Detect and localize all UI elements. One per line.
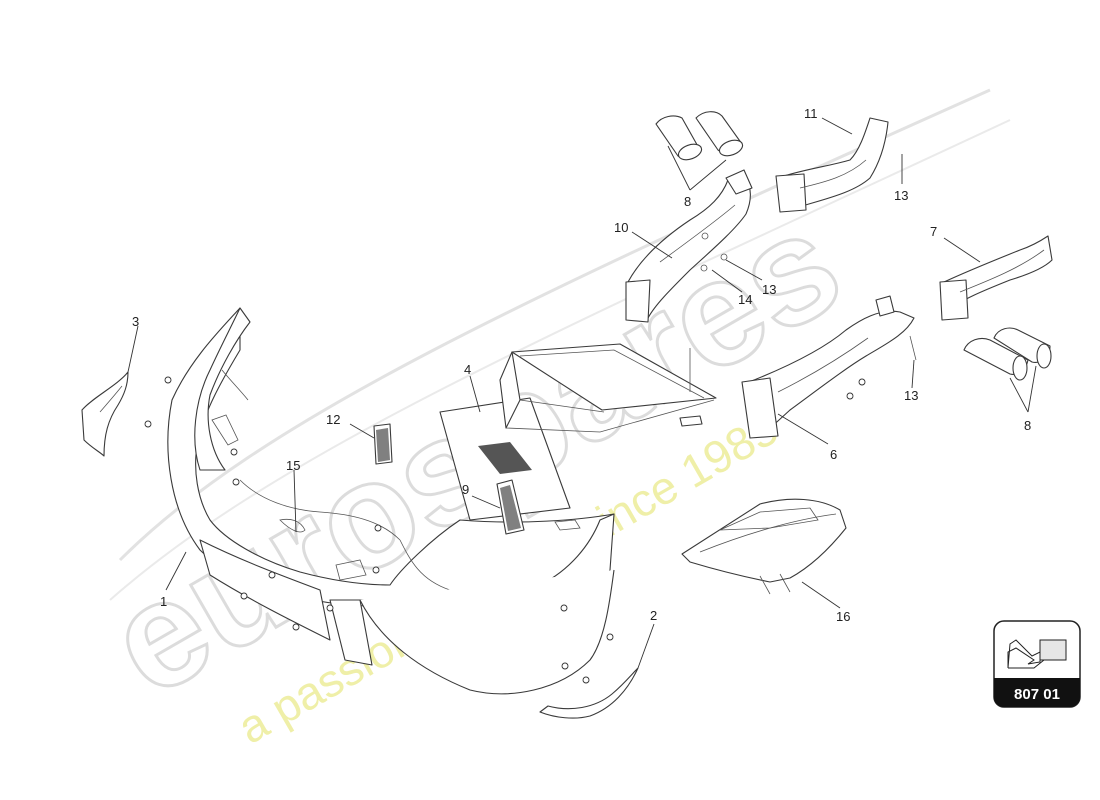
- reference-badge: 807 01: [993, 620, 1081, 708]
- callout-10: 10: [614, 220, 628, 235]
- part-headlamp: [681, 498, 847, 595]
- callout-3: 3: [132, 314, 139, 329]
- callout-11: 11: [804, 106, 818, 121]
- part-front-bumper: [167, 307, 615, 695]
- part-side-trim-left: [81, 371, 129, 457]
- part-air-duct-upper: [775, 117, 889, 213]
- part-hoses-lower: [963, 327, 1052, 381]
- part-air-duct-frame: [499, 343, 717, 433]
- part-grille-insert-center: [496, 479, 525, 535]
- part-lower-trim: [539, 667, 639, 719]
- callout-15: 15: [286, 458, 300, 473]
- callout-9: 9: [462, 482, 469, 497]
- callout-8-upper: 8: [684, 194, 691, 209]
- part-air-duct-center: [741, 295, 917, 439]
- part-mesh-panel: [439, 397, 571, 521]
- part-air-duct-right: [939, 235, 1053, 321]
- callout-14: 14: [738, 292, 752, 307]
- badge-label: 807 01: [1014, 686, 1060, 703]
- callout-12: 12: [326, 412, 340, 427]
- callout-13-mid: 13: [762, 282, 776, 297]
- callout-1: 1: [160, 594, 167, 609]
- callout-6: 6: [830, 447, 837, 462]
- callout-13-right: 13: [904, 388, 918, 403]
- part-grille-insert-left: [373, 423, 393, 465]
- callout-7: 7: [930, 224, 937, 239]
- callout-13-top: 13: [894, 188, 908, 203]
- leader-lines: [127, 117, 1037, 669]
- callout-8-lower: 8: [1024, 418, 1031, 433]
- fasteners: [144, 376, 866, 684]
- part-air-duct-left: [625, 169, 753, 323]
- part-hoses-upper: [655, 111, 744, 161]
- callout-4: 4: [464, 362, 471, 377]
- arrow-into-box-icon: [1007, 639, 1067, 669]
- callouts: 1 2 3 4 6 7 8 8 9 10 11 12 13 13 13 14 1…: [132, 106, 1031, 624]
- callout-2: 2: [650, 608, 657, 623]
- callout-16: 16: [836, 609, 850, 624]
